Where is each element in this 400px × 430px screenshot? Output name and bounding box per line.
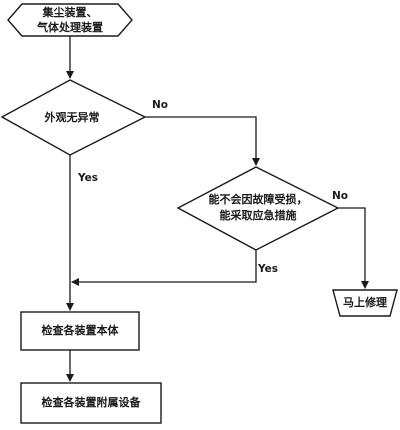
start-terminal: 集尘装置、 气体处理装置 [7,3,133,37]
immediate-repair-label: 马上修理 [343,295,387,309]
edge-damage-yes [71,250,257,286]
damage-decision-label-line1: 能不会因故障受损， [209,192,308,206]
edge-label-appearance-yes: Yes [77,172,98,184]
immediate-repair-shape [332,289,398,317]
inspect-auxiliary-node: 检查各装置附属设备 [20,382,162,424]
edge-label-damage-yes: Yes [257,263,278,275]
inspect-auxiliary-label: 检查各装置附属设备 [42,395,142,409]
appearance-decision-label: 外观无异常 [44,110,100,124]
damage-decision: 能不会因故障受损， 能采取应急措施 [176,166,340,251]
inspect-body-node: 检查各装置本体 [20,311,140,351]
start-terminal-label-line2: 气体处理装置 [36,20,103,34]
immediate-repair-node: 马上修理 [332,289,398,317]
inspect-body-label: 检查各装置本体 [42,323,120,337]
start-terminal-label-line1: 集尘装置、 [42,5,98,19]
edge-damage-no [338,207,369,289]
damage-decision-label-line2: 能采取应急措施 [220,208,297,222]
appearance-decision: 外观无异常 [0,79,147,156]
edge-label-appearance-no: No [152,99,168,111]
edge-label-damage-no: No [332,190,348,202]
start-terminal-shape [7,3,133,37]
inspect-auxiliary-shape [20,382,162,424]
inspect-body-shape [20,311,140,351]
edge-appearance-no [145,116,260,166]
